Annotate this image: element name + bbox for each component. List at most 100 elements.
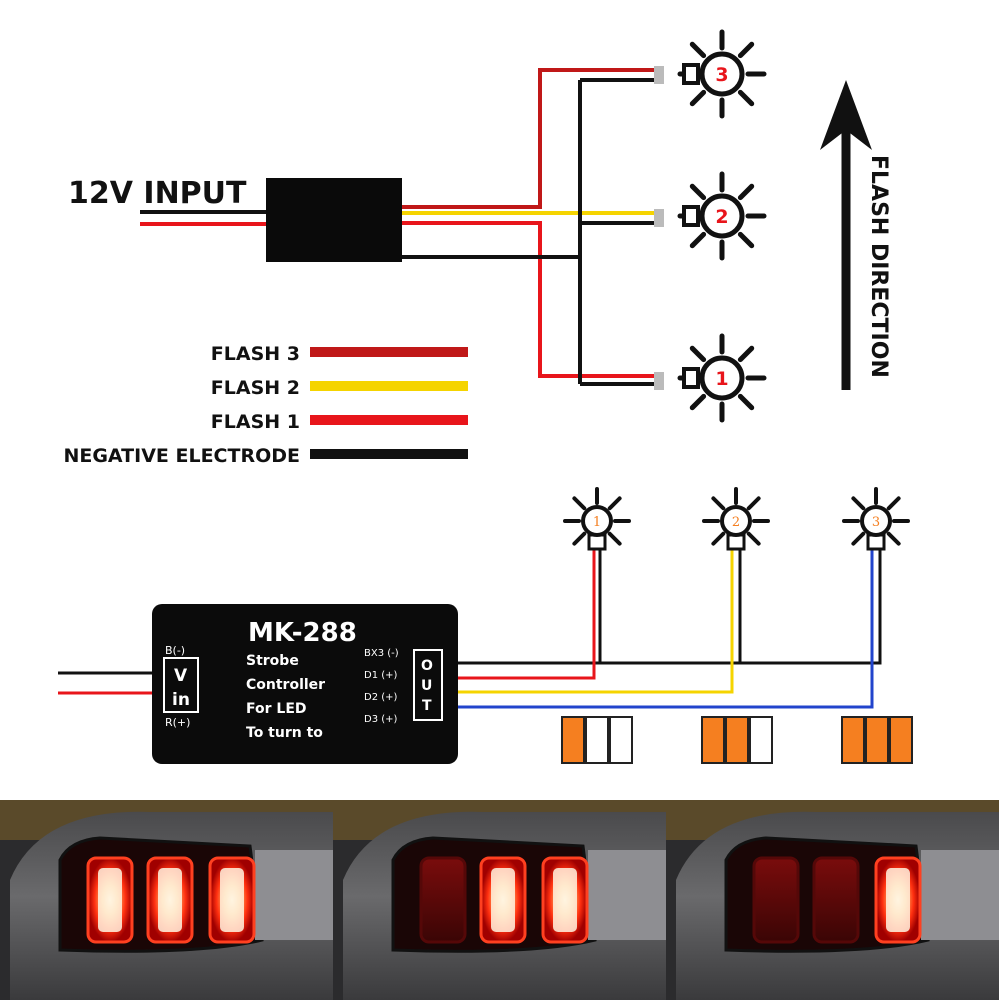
top-bulbs: 1 2 3 [677,29,767,423]
body-panel [255,850,333,940]
small-bulb-ray [886,531,901,546]
small-bulb-glass [581,505,613,537]
small-bulb-ray [886,496,901,511]
module-desc-4: To turn to [246,725,323,741]
input-label: 12V INPUT [68,176,247,211]
out-label-o: O [421,658,433,674]
small-bulb-ray [746,531,761,546]
bulb-3: 3 [677,29,767,119]
vin-label-top: V [174,666,188,686]
indicator-cell [865,716,889,764]
arrow-head [820,80,872,150]
bulb-ray [737,89,755,107]
wire-legend: FLASH 3 FLASH 2 FLASH 1 NEGATIVE ELECTRODE [63,343,468,467]
legend-label: FLASH 2 [211,377,300,399]
connector-stub [654,372,664,390]
segment-highlight [158,868,182,932]
bulb-2: 2 [677,171,767,261]
bulb-number: 2 [715,206,728,228]
legend-swatch [310,415,468,425]
bulb-number: 1 [715,368,728,390]
small-bulb-ray [572,496,587,511]
bulb-ray [689,41,707,59]
bulb-glass [699,193,745,239]
legend-swatch [310,347,468,357]
small-bulb-ray [572,531,587,546]
out-wire-blue [458,550,874,709]
segment-highlight [553,868,577,932]
taillight-photo-1 [0,800,333,1000]
flash-direction-label: FLASH DIRECTION [866,155,891,378]
terminal-neg-label: B(-) [165,644,185,657]
indicator-cell [725,716,749,764]
bulb-ray [737,41,755,59]
terminal-pos-label: R(+) [165,716,190,729]
out-terminal-d1: D1 (+) [364,670,398,681]
wire-flash3 [402,68,656,209]
bulb-base [682,367,700,389]
small-bulb-ray [607,531,622,546]
taillight-segment [419,856,467,944]
small-bulb-base [726,533,746,551]
out-wire-black-3 [740,548,882,665]
segment-highlight [491,868,515,932]
sequence-indicator-3 [841,716,913,764]
bulb-1: 1 [677,333,767,423]
segment-highlight [220,868,244,932]
bottom-bulbs: 1 2 3 [563,487,910,551]
out-wire-red [458,550,596,680]
module-desc-1: Strobe [246,653,299,669]
bulb-base [682,205,700,227]
mk288-module [152,604,458,764]
legend-label: FLASH 3 [211,343,300,365]
taillight-photos [0,800,999,1000]
out-wire-black-2 [600,548,742,665]
module-title: MK-288 [248,618,357,648]
small-bulb-ray [746,496,761,511]
bulb-glass [699,51,745,97]
out-wire-yellow [458,550,734,694]
indicator-cell [749,716,773,764]
indicator-cell [561,716,585,764]
out-label-u: U [421,678,432,694]
bulb-ray [689,183,707,201]
taillight-photo-2 [333,800,666,1000]
legend-label: FLASH 1 [211,411,300,433]
small-bulb-2: 2 [702,487,770,551]
vin-terminal [163,657,199,713]
small-bulb-base [866,533,886,551]
bulb-glass [699,355,745,401]
small-bulb-3: 3 [842,487,910,551]
taillight-segment [812,856,860,944]
out-terminal-d3: D3 (+) [364,714,398,725]
bulb-ray [689,345,707,363]
wire-flash1 [402,221,656,378]
out-terminal-bx3: BX3 (-) [364,648,399,659]
legend-label: NEGATIVE ELECTRODE [63,445,300,467]
bulb-ray [737,393,755,411]
bulb-base [682,63,700,85]
small-bulb-ray [851,531,866,546]
bulb-ray [737,345,755,363]
out-terminal-box [413,649,443,721]
bulb-number: 3 [715,64,728,86]
small-bulb-base [587,533,607,551]
legend-swatch [310,449,468,459]
small-bulb-number: 3 [872,515,880,530]
module-desc-3: For LED [246,701,307,717]
sequence-indicator-2 [701,716,773,764]
legend-swatch [310,381,468,391]
indicator-cell [609,716,633,764]
indicator-cell [585,716,609,764]
body-panel [921,850,999,940]
bulb-ray [689,89,707,107]
small-bulb-number: 1 [593,515,601,530]
small-bulb-ray [851,496,866,511]
small-bulb-ray [711,531,726,546]
segment-highlight [886,868,910,932]
segment-highlight [98,868,122,932]
taillight-photo-3 [666,800,999,1000]
top-diagram: 12V INPUT 1 2 3 FLASH DIRECTION [68,29,891,423]
bottom-diagram: MK-288 Strobe Controller For LED To turn… [58,487,913,764]
